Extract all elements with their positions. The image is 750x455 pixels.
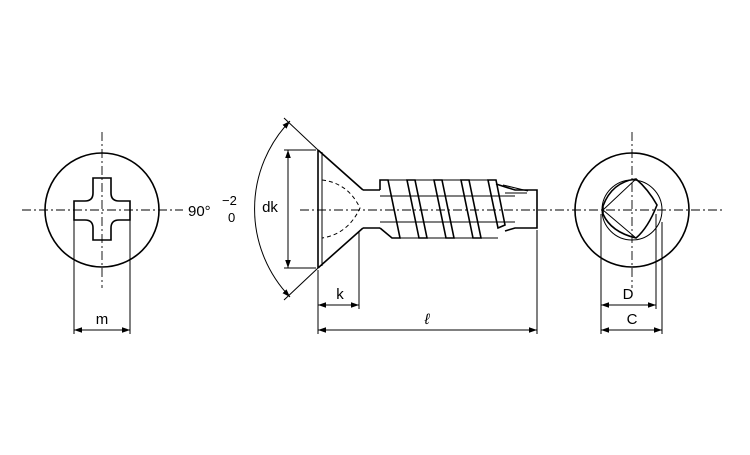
angle-base-label: 90° xyxy=(188,203,211,220)
C-label: C xyxy=(627,311,638,328)
angle-extension-bottom xyxy=(283,267,319,301)
head-cone-top xyxy=(317,149,364,191)
D-label: D xyxy=(623,286,634,303)
tip-flute xyxy=(502,184,529,192)
angle-upper-tolerance: −2 xyxy=(222,193,237,208)
l-label: ℓ xyxy=(424,311,431,328)
tip-end-view: D C xyxy=(555,132,725,334)
tip-trilobe-icon xyxy=(602,178,658,239)
m-label: m xyxy=(96,311,109,328)
phillips-recess-icon xyxy=(73,177,131,241)
angle-lower-tolerance: 0 xyxy=(228,210,235,225)
recess-hidden-line xyxy=(321,179,361,239)
thread-profile xyxy=(379,179,506,239)
angle-arc xyxy=(254,120,291,298)
angle-extension-top xyxy=(283,117,319,151)
screw-tip xyxy=(495,183,538,232)
k-label: k xyxy=(336,286,344,303)
head-top-view: m xyxy=(22,132,183,334)
screw-side-view: dk 90° −2 0 k ℓ xyxy=(188,117,555,334)
tip-point-line xyxy=(602,178,637,239)
head-cone-bottom xyxy=(317,227,364,269)
dk-label: dk xyxy=(262,199,278,216)
